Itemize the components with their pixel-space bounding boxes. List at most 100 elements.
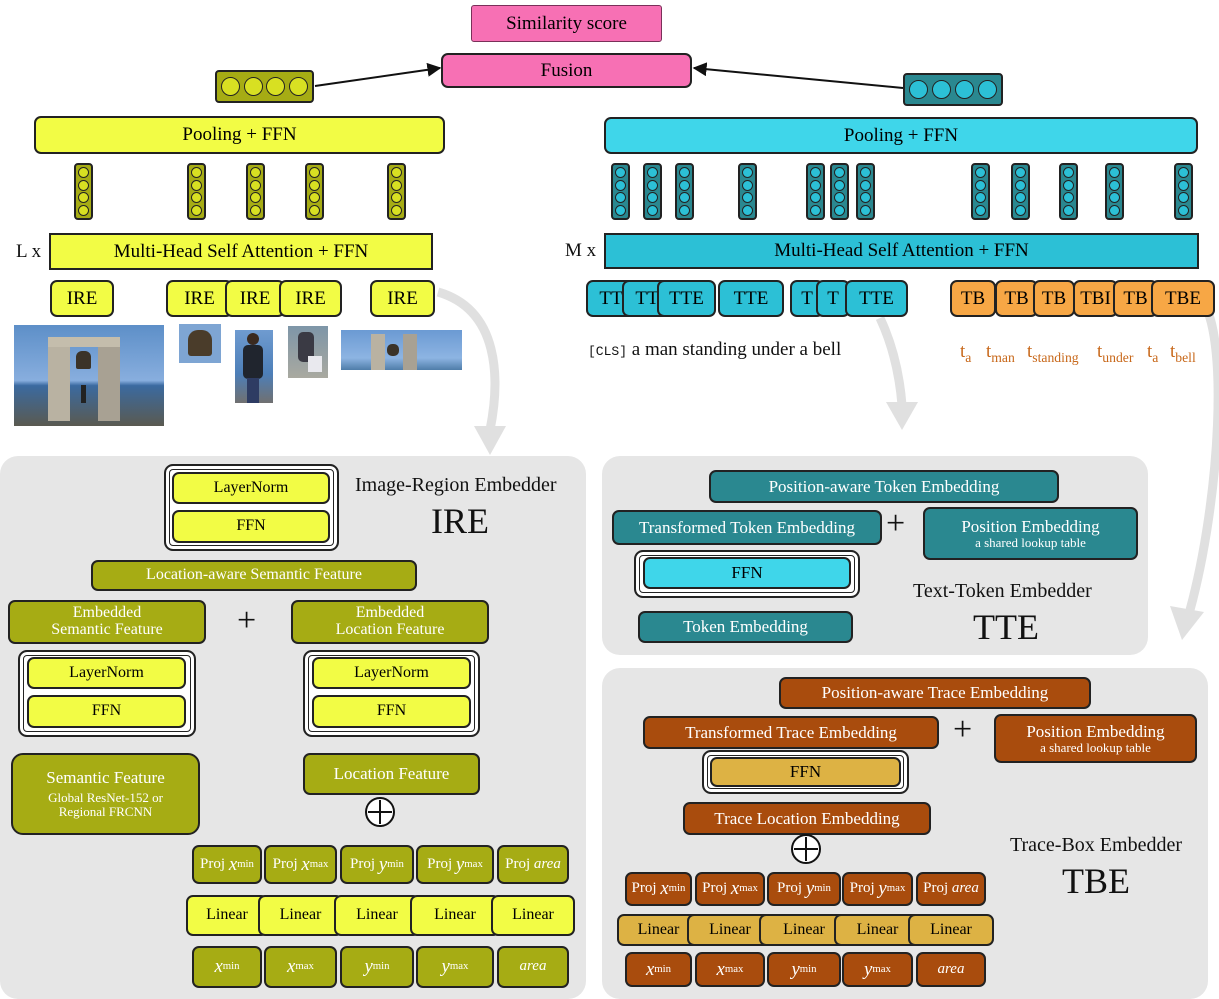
coord-subscript: max (464, 857, 483, 870)
trace-base: t (986, 341, 992, 362)
flow-arrow-tte (875, 316, 907, 406)
coord-base: y (441, 956, 450, 978)
tbe-trace-location: Trace Location Embedding (683, 802, 931, 835)
caption-text: a man standing under a bell (631, 339, 842, 360)
coord-subscript: min (222, 960, 240, 973)
right-token-vector (830, 163, 849, 220)
left-token-vector (305, 163, 324, 220)
full-image-thumbnail (14, 325, 164, 426)
tbe-title: Trace-Box Embedder (1010, 834, 1182, 856)
proj-prefix: Proj (350, 855, 379, 872)
ire-token: IRE (370, 280, 435, 317)
proj-prefix: Proj (777, 880, 806, 897)
trace-base: t (1027, 341, 1033, 362)
coord-subscript: min (799, 962, 817, 975)
ire-semantic-ffn: FFN (27, 695, 186, 728)
coord-base: x (214, 956, 223, 978)
left-token-vector (387, 163, 406, 220)
coord-base: x (301, 853, 310, 875)
tbe-token: TB (1113, 280, 1158, 317)
trace-label: tbell (1170, 342, 1196, 364)
tbe-acronym: TBE (1062, 861, 1130, 901)
coord-base: x (730, 878, 740, 900)
flow-arrow-ire (436, 287, 500, 431)
coord-subscript: max (724, 962, 744, 975)
right-token-vector (643, 163, 662, 220)
coord-subscript: min (668, 882, 686, 895)
tbe-concat-operator (791, 834, 821, 864)
tbe-linear-cell: Linear (617, 914, 700, 946)
coord-subscript: max (449, 960, 469, 973)
ire-token: IRE (279, 280, 342, 317)
ire-token: IRE (225, 280, 285, 317)
ire-semantic-layernorm: LayerNorm (27, 657, 186, 689)
right-token-vector (1059, 163, 1078, 220)
coord-base: area (951, 880, 979, 897)
left-token-vector (187, 163, 206, 220)
ire-linear-cell: Linear (334, 895, 420, 936)
ire-concat-operator (365, 797, 395, 827)
coord-subscript: min (237, 857, 254, 870)
coord-base: x (660, 878, 669, 900)
tbe-proj-area: Proj area (916, 872, 986, 906)
right-token-vector (1011, 163, 1030, 220)
coord-base: y (364, 956, 373, 978)
trace-subscript: man (991, 349, 1015, 365)
coord-subscript: min (372, 960, 390, 973)
trace-subscript: a (965, 349, 972, 365)
cls-token: [CLS] (588, 344, 628, 359)
tbe-token: TB (1033, 280, 1075, 317)
proj-prefix: Proj (200, 855, 229, 872)
coord-base: x (287, 956, 296, 978)
similarity-score-box: Similarity score (471, 5, 662, 42)
bell-region-thumbnail (179, 324, 221, 363)
coord-subscript: max (739, 882, 758, 895)
ire-location-layernorm: LayerNorm (312, 657, 471, 689)
trace-base: t (960, 341, 966, 362)
tbe-token: TBI (1073, 280, 1118, 317)
trace-subscript: a (1152, 349, 1159, 365)
coord-base: x (645, 958, 655, 980)
trace-label: ta (960, 342, 971, 364)
tbe-token: TB (995, 280, 1038, 317)
caption-line: [CLS] a man standing under a bell (588, 340, 841, 359)
ire-embedded-location: Embedded Location Feature (291, 600, 489, 644)
proj-prefix: Proj (631, 880, 661, 897)
ire-token: IRE (166, 280, 233, 317)
arrow-right-to-fusion (692, 62, 904, 89)
trace-label: tman (986, 342, 1015, 364)
ire-linear-cell: Linear (186, 895, 268, 936)
tte-token: TTE (718, 280, 784, 317)
ire-input-area: area (497, 946, 569, 988)
coord-subscript: max (872, 962, 891, 975)
tbe-transformed: Transformed Trace Embedding (643, 716, 939, 749)
tbe-position-embedding: Position Embedding a shared lookup table (994, 714, 1197, 763)
coord-base: y (805, 878, 815, 900)
proj-prefix: Proj (849, 880, 879, 897)
right-token-vector (675, 163, 694, 220)
tte-position-embedding: Position Embedding a shared lookup table (923, 507, 1138, 560)
right-pooling-ffn: Pooling + FFN (604, 117, 1198, 154)
tte-transformed: Transformed Token Embedding (612, 510, 882, 545)
coord-base: y (378, 853, 388, 875)
figure-region-thumbnail (288, 326, 328, 378)
right-token-vector (806, 163, 825, 220)
ire-plus-sign: + (237, 602, 257, 639)
coord-subscript: min (387, 857, 404, 870)
ire-linear-cell: Linear (410, 895, 500, 936)
arrow-left-to-fusion (314, 62, 442, 87)
left-self-attention: Multi-Head Self Attention + FFN (49, 233, 433, 270)
ire-linear-cell: Linear (258, 895, 343, 936)
fusion-box: Fusion (441, 53, 692, 88)
coord-base: y (791, 958, 800, 980)
right-token-vector (971, 163, 990, 220)
proj-prefix: Proj (272, 855, 302, 872)
ire-location-ffn: FFN (312, 695, 471, 728)
